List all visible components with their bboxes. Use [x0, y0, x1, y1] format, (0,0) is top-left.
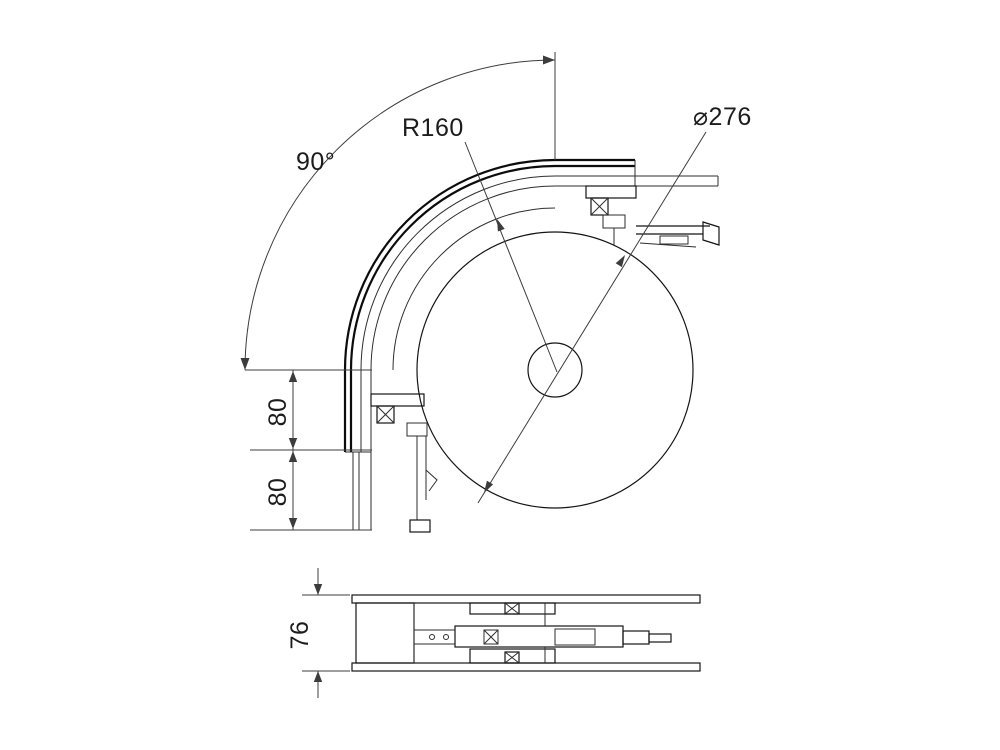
wheel-outline [416, 231, 694, 509]
angle-dimension: 90° [240, 52, 556, 371]
arrowhead [497, 219, 505, 232]
arrowhead [313, 671, 323, 682]
top-roller-bracket [585, 185, 637, 245]
radius-dimension: R160 [402, 114, 558, 373]
arrowhead [288, 371, 298, 382]
diameter-dimension: ⌀276 [477, 103, 752, 504]
bolt-icon [504, 602, 520, 615]
bolt-icon [504, 651, 520, 664]
bolt-icon [376, 405, 395, 424]
dim-80-lower-label: 80 [264, 478, 292, 507]
diameter-label: ⌀276 [693, 103, 752, 131]
arrowhead [543, 55, 555, 65]
dim-80-upper-label: 80 [264, 398, 292, 427]
arrowhead [484, 480, 494, 493]
left-roller-bracket [370, 393, 438, 533]
angle-label: 90° [296, 148, 335, 176]
arrowhead [313, 584, 323, 595]
radius-label: R160 [402, 114, 464, 142]
arrowhead [288, 518, 298, 529]
arrowhead [288, 438, 298, 449]
arrowhead [288, 451, 298, 462]
wheel-hub [527, 342, 583, 398]
right-roller-bracket [636, 221, 720, 248]
dim-76: 76 [286, 568, 350, 698]
wheel [416, 231, 694, 509]
dim-80-upper: 80 [250, 370, 372, 451]
arrowhead [240, 358, 250, 370]
curved-track [343, 158, 719, 531]
dim-80-lower: 80 [250, 450, 372, 531]
bolt-icon [590, 197, 609, 216]
dim-76-label: 76 [286, 621, 314, 650]
side-view [351, 594, 701, 672]
arrowhead [615, 255, 625, 268]
